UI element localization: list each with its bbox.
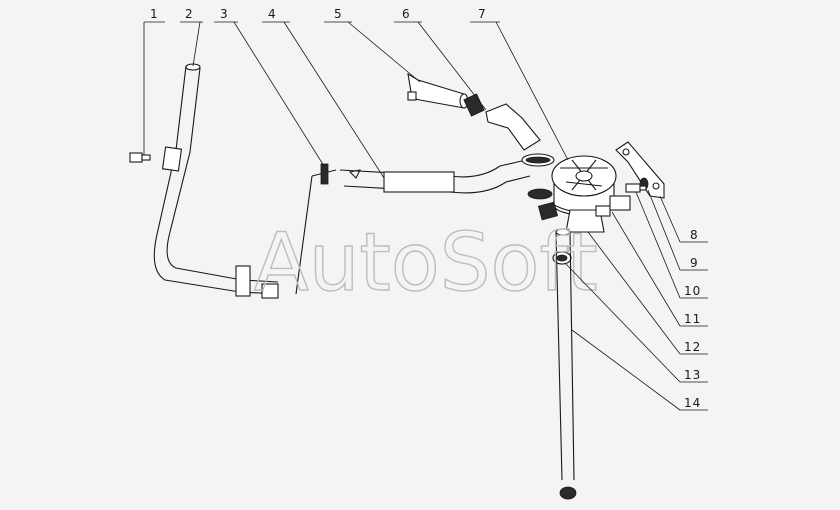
callout-numbers: 1 2 3 4 5 6 7 8 9 10 11 12 13 14 [150, 7, 701, 410]
callout-13: 13 [684, 368, 701, 382]
callout-14: 14 [684, 396, 701, 410]
watermark: AutoSoft [254, 216, 598, 309]
callout-6: 6 [402, 7, 411, 21]
part-2-tube [153, 63, 279, 299]
part-4-pipe [339, 159, 531, 194]
callout-7: 7 [478, 7, 487, 21]
part-6-hose [463, 93, 555, 167]
part-1-bolt [129, 152, 151, 163]
callout-8: 8 [690, 228, 699, 242]
part-14-tube [555, 228, 575, 481]
part-11-bolt [595, 195, 631, 217]
part-8-bracket [615, 141, 665, 199]
callout-9: 9 [690, 256, 699, 270]
leader-lines [143, 21, 708, 411]
callout-12: 12 [684, 340, 701, 354]
inlet-clamps [527, 188, 559, 221]
part-3-clamp [295, 163, 337, 295]
callout-1: 1 [150, 7, 159, 21]
callout-3: 3 [220, 7, 229, 21]
part-10-bolt [625, 183, 647, 193]
part-12-clamp [552, 251, 572, 265]
callout-5: 5 [334, 7, 343, 21]
callout-2: 2 [185, 7, 194, 21]
part-13-clamp [559, 486, 577, 500]
callout-4: 4 [268, 7, 277, 21]
callout-10: 10 [684, 284, 701, 298]
callout-11: 11 [684, 312, 701, 326]
